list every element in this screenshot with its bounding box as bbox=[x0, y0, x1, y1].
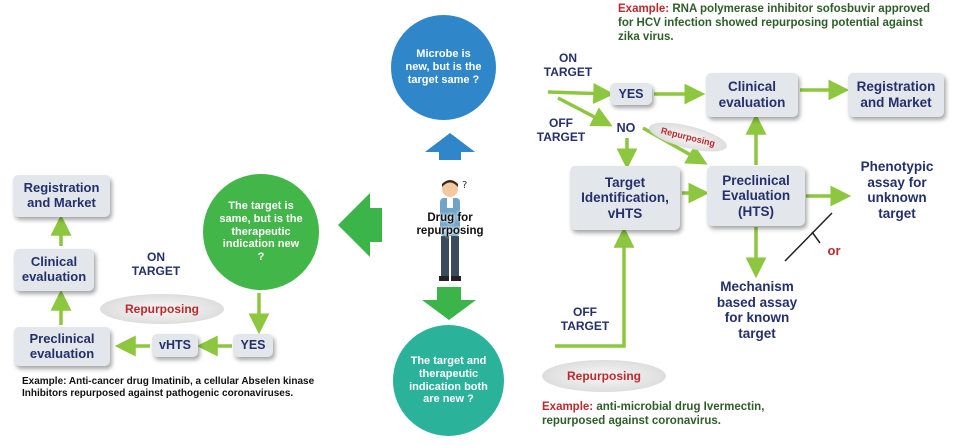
or-bracket-line bbox=[784, 212, 833, 262]
arrow-on-target-to-yes bbox=[547, 82, 615, 104]
left-repurposing-oval: Repurposing bbox=[100, 294, 224, 324]
right-yes-box: YES bbox=[610, 83, 652, 105]
center-label: Drug for repurposing bbox=[416, 212, 484, 238]
left-on-target-label: ON TARGET bbox=[131, 250, 181, 278]
right-top-example-key: Example: bbox=[618, 3, 670, 15]
right-bottom-example-key: Example: bbox=[542, 401, 594, 413]
right-target-identification-box: Target Identification, vHTS bbox=[570, 166, 680, 230]
bottom-circle: The target and therapeutic indication bo… bbox=[393, 325, 504, 436]
mechanism-assay-label: Mechanism based assay for known target bbox=[716, 279, 798, 341]
right-top-example: Example: RNA polymerase inhibitor sofosb… bbox=[618, 3, 943, 44]
right-top-example-text: RNA polymerase inhibitor sofosbuvir appr… bbox=[618, 3, 931, 43]
big-arrow-up bbox=[425, 133, 475, 160]
left-example-text: Example: Anti-cancer drug Imatinib, a ce… bbox=[22, 376, 315, 399]
left-vhts-box: vHTS bbox=[152, 334, 198, 357]
left-clinical-box: Clinical evaluation bbox=[14, 249, 94, 291]
big-arrow-left bbox=[338, 193, 382, 257]
right-bottom-example-text: anti-microbial drug Ivermectin, repurpos… bbox=[542, 401, 765, 427]
left-yes-box: YES bbox=[233, 334, 273, 357]
right-on-target-label: ON TARGET bbox=[543, 51, 593, 79]
left-circle: The target is same, but is the therapeut… bbox=[203, 174, 319, 290]
left-preclinical-box: Preclinical evaluation bbox=[14, 327, 110, 366]
or-label: or bbox=[827, 243, 841, 258]
right-bottom-example: Example: anti-microbial drug Ivermectin,… bbox=[542, 401, 774, 429]
right-repurposing-bottom-oval: Repurposing bbox=[542, 360, 666, 392]
thinking-person-icon: ? bbox=[439, 180, 467, 281]
phenotypic-assay-label: Phenotypic assay for unknown target bbox=[860, 159, 934, 221]
svg-text:?: ? bbox=[462, 180, 467, 191]
right-registration-box: Registration and Market bbox=[848, 73, 944, 117]
right-no-box: NO bbox=[616, 120, 636, 135]
right-clinical-box: Clinical evaluation bbox=[706, 73, 798, 117]
top-circle: Microbe is new, but is the target same ? bbox=[391, 15, 496, 120]
big-arrow-down bbox=[422, 287, 476, 320]
right-off-target-top-label: OFF TARGET bbox=[536, 116, 586, 144]
or-bracket-tick bbox=[811, 231, 821, 244]
left-registration-box: Registration and Market bbox=[13, 175, 110, 217]
right-off-target-bottom-label: OFF TARGET bbox=[560, 305, 610, 333]
arrow-off-target-loop bbox=[555, 226, 635, 348]
right-preclinical-box: Preclinical Evaluation (HTS) bbox=[707, 166, 805, 226]
arrow-off-target-to-no bbox=[557, 96, 613, 127]
